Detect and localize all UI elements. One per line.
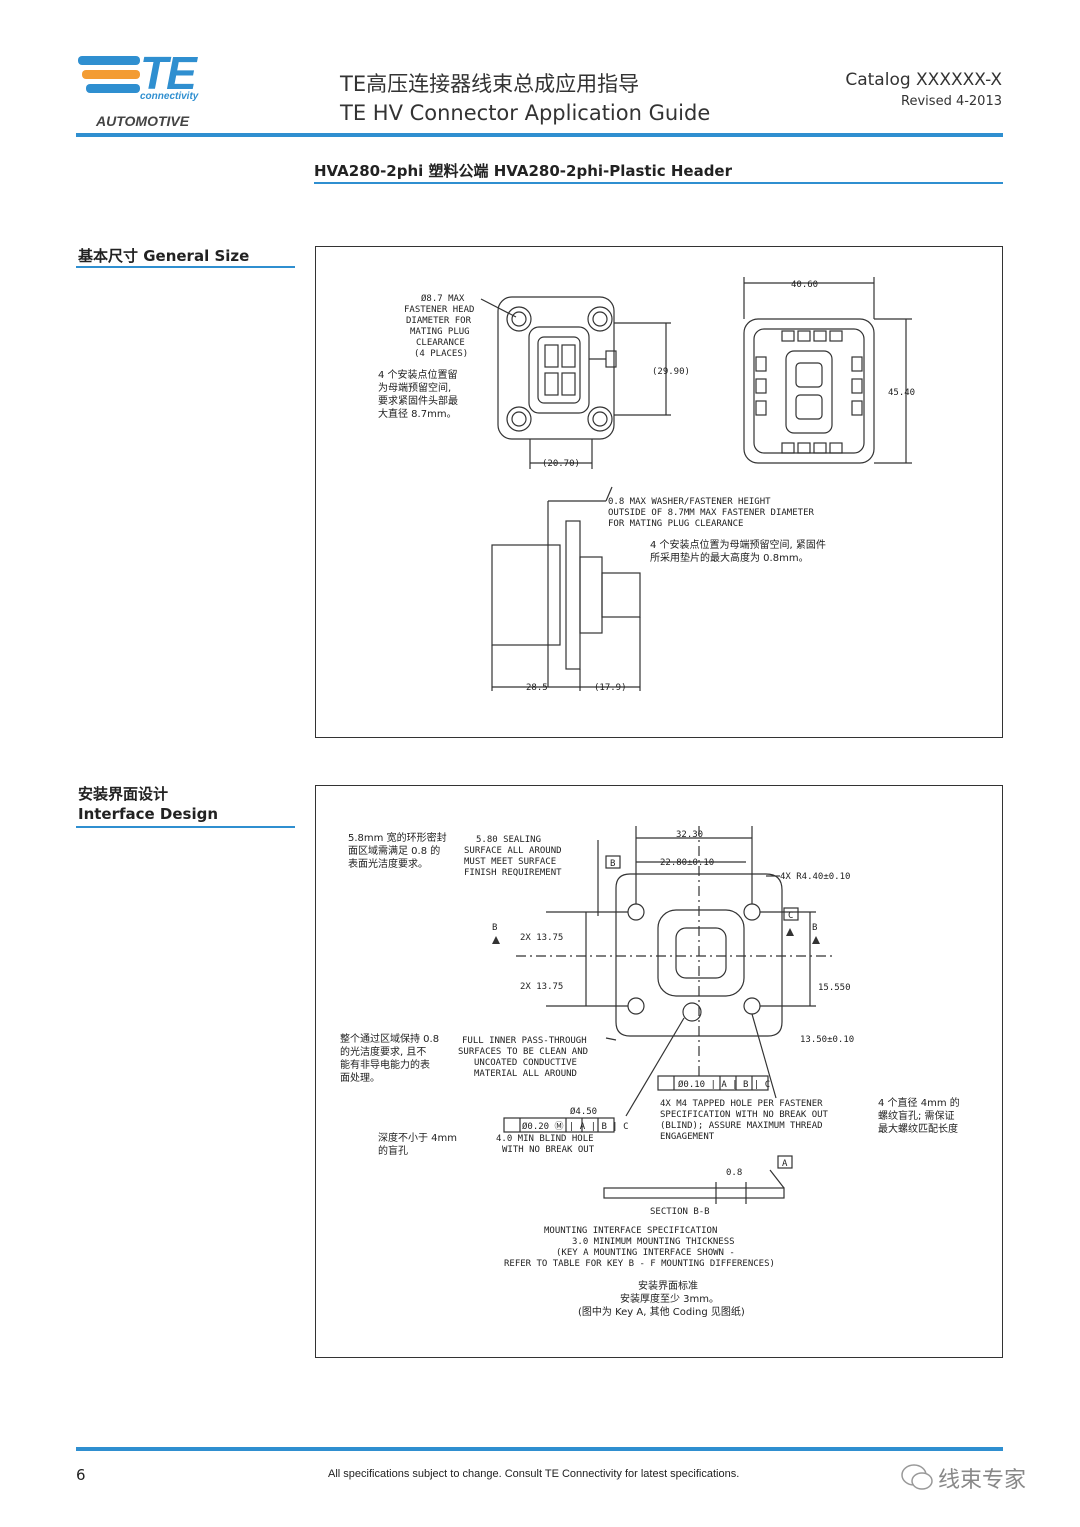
gdt-tapped-frame: Ø0.10 | A | B | C	[678, 1079, 770, 1090]
note-tapped-en3: (BLIND); ASSURE MAXIMUM THREAD	[660, 1121, 823, 1131]
page-title-en: TE HV Connector Application Guide	[340, 101, 711, 125]
note-washer-line3: FOR MATING PLUG CLEARANCE	[608, 519, 743, 529]
wechat-icon	[900, 1462, 934, 1496]
dim-17-9: (17.9)	[594, 683, 627, 693]
section1-rule	[76, 266, 295, 268]
dim-2x-13-75-bottom: 2X 13.75	[520, 982, 563, 992]
note-fastener-line5: CLEARANCE	[416, 338, 465, 348]
note-pass-cn4: 面处理。	[340, 1072, 380, 1084]
page-title-cn: TE高压连接器线束总成应用指导	[340, 72, 640, 96]
footer-disclaimer: All specifications subject to change. Co…	[328, 1468, 740, 1480]
datum-a-frame: A	[782, 1159, 788, 1169]
section-heading-general-size: 基本尺寸 General Size	[78, 247, 250, 265]
note-pass-en4: MATERIAL ALL AROUND	[474, 1069, 577, 1079]
note-fastener-cn1: 4 个安装点位置留	[378, 368, 458, 381]
logo-text: TE	[140, 47, 197, 99]
general-size-drawing: Ø8.7 MAX FASTENER HEAD DIAMETER FOR MATI…	[315, 246, 1003, 738]
dim-2x-13-75-top: 2X 13.75	[520, 933, 563, 943]
dim-15-550: 15.550	[818, 983, 851, 993]
interface-design-drawing: 5.80 SEALING SURFACE ALL AROUND MUST MEE…	[315, 785, 1003, 1358]
interface-design-svg: 5.80 SEALING SURFACE ALL AROUND MUST MEE…	[340, 826, 960, 1318]
note-pass-en3: UNCOATED CONDUCTIVE	[474, 1058, 577, 1068]
catalog-number: Catalog XXXXXX-X	[845, 70, 1002, 90]
note-tapped-cn3: 最大螺纹匹配长度	[878, 1122, 958, 1135]
note-fastener-line3: DIAMETER FOR	[406, 316, 472, 326]
note-hole-en2: WITH NO BREAK OUT	[502, 1145, 595, 1155]
note-washer-cn1: 4 个安装点位置为母端预留空间, 紧固件	[650, 538, 826, 551]
note-sealing-cn2: 面区域需满足 0.8 的	[348, 844, 440, 857]
footer-rule	[76, 1447, 1003, 1451]
note-fastener-line1: Ø8.7 MAX	[421, 293, 465, 304]
spec-cn2: 安装厚度至少 3mm。	[620, 1292, 719, 1305]
subtitle-rule	[314, 182, 1003, 184]
note-hole-cn1: 深度不小于 4mm	[378, 1131, 457, 1144]
page-number: 6	[76, 1466, 86, 1484]
header-rule	[76, 133, 1003, 137]
datum-b-right: B	[812, 923, 817, 933]
note-tapped-cn1: 4 个直径 4mm 的	[878, 1096, 960, 1109]
note-fastener-line6: (4 PLACES)	[414, 349, 468, 359]
note-fastener-line2: FASTENER HEAD	[404, 305, 474, 315]
note-fastener-cn3: 要求紧固件头部最	[378, 394, 458, 407]
note-washer-line1: 0.8 MAX WASHER/FASTENER HEIGHT	[608, 497, 771, 507]
note-sealing-en1: 5.80 SEALING	[476, 835, 541, 845]
logo-subtext: connectivity	[140, 91, 199, 102]
note-pass-cn3: 能有非导电能力的表	[340, 1058, 430, 1071]
dim-40-60: 40.60	[791, 280, 818, 290]
dim-32-30: 32.30	[676, 830, 703, 840]
spec-en1: MOUNTING INTERFACE SPECIFICATION	[544, 1226, 717, 1236]
product-subtitle: HVA280-2phi 塑料公端 HVA280-2phi-Plastic Hea…	[314, 162, 733, 180]
note-pass-en2: SURFACES TO BE CLEAN AND	[458, 1047, 588, 1057]
spec-cn1: 安装界面标准	[638, 1279, 698, 1292]
spec-cn3: (图中为 Key A, 其他 Coding 见图纸)	[578, 1305, 745, 1318]
note-sealing-en4: FINISH REQUIREMENT	[464, 868, 562, 878]
note-sealing-cn1: 5.8mm 宽的环形密封	[348, 831, 447, 844]
note-hole-cn2: 的盲孔	[378, 1144, 408, 1157]
note-tapped-en2: SPECIFICATION WITH NO BREAK OUT	[660, 1110, 829, 1120]
logo-division: AUTOMOTIVE	[96, 113, 190, 129]
section2-rule	[76, 826, 295, 828]
dim-4-50: Ø4.50	[570, 1106, 597, 1117]
datum-c-frame: C	[788, 911, 793, 921]
te-logo	[78, 48, 218, 128]
section-heading-interface-cn: 安装界面设计	[78, 785, 169, 803]
dim-13-50: 13.50±0.10	[800, 1035, 854, 1045]
note-fastener-line4: MATING PLUG	[410, 327, 470, 337]
note-washer-cn2: 所采用垫片的最大高度为 0.8mm。	[650, 551, 809, 564]
note-sealing-cn3: 表面光洁度要求。	[348, 857, 428, 870]
gdt-hole-frame: Ø0.20 Ⓜ | A | B | C	[522, 1121, 629, 1132]
section-heading-interface-en: Interface Design	[78, 805, 219, 823]
datum-b-left: B	[492, 923, 497, 933]
te-logo-stripes-icon	[78, 56, 140, 93]
note-tapped-cn2: 螺纹盲孔; 需保证	[878, 1109, 955, 1122]
note-sealing-en3: MUST MEET SURFACE	[464, 857, 556, 867]
spec-en4: REFER TO TABLE FOR KEY B - F MOUNTING DI…	[504, 1259, 775, 1269]
dim-22-80: 22.80±0.10	[660, 858, 714, 868]
general-size-svg: Ø8.7 MAX FASTENER HEAD DIAMETER FOR MATI…	[378, 277, 915, 693]
dim-20-70: (20.70)	[542, 459, 580, 469]
dim-28-5: 28.5	[526, 683, 548, 693]
note-fastener-cn2: 为母端预留空间,	[378, 381, 451, 394]
note-washer-line2: OUTSIDE OF 8.7MM MAX FASTENER DIAMETER	[608, 508, 814, 518]
note-hole-en1: 4.0 MIN BLIND HOLE	[496, 1134, 594, 1144]
dim-29-90: (29.90)	[652, 367, 690, 377]
note-pass-cn1: 整个通过区域保持 0.8	[340, 1032, 439, 1045]
dim-45-40: 45.40	[888, 388, 915, 398]
note-tapped-en4: ENGAGEMENT	[660, 1132, 715, 1142]
note-fastener-cn4: 大直径 8.7mm。	[378, 407, 457, 420]
note-pass-cn2: 的光洁度要求, 且不	[340, 1045, 426, 1058]
section-b-b-label: SECTION B-B	[650, 1207, 710, 1217]
finish-value: 0.8	[726, 1168, 742, 1178]
spec-en3: (KEY A MOUNTING INTERFACE SHOWN -	[556, 1248, 735, 1258]
dim-r4-40: 4X R4.40±0.10	[780, 872, 850, 882]
note-tapped-en1: 4X M4 TAPPED HOLE PER FASTENER	[660, 1099, 823, 1109]
spec-en2: 3.0 MINIMUM MOUNTING THICKNESS	[572, 1237, 735, 1247]
note-sealing-en2: SURFACE ALL AROUND	[464, 846, 562, 856]
revision-date: Revised 4-2013	[901, 94, 1002, 109]
datum-b-frame: B	[610, 859, 615, 869]
note-pass-en1: FULL INNER PASS-THROUGH	[462, 1036, 587, 1046]
watermark-text: 线束专家	[938, 1468, 1027, 1493]
